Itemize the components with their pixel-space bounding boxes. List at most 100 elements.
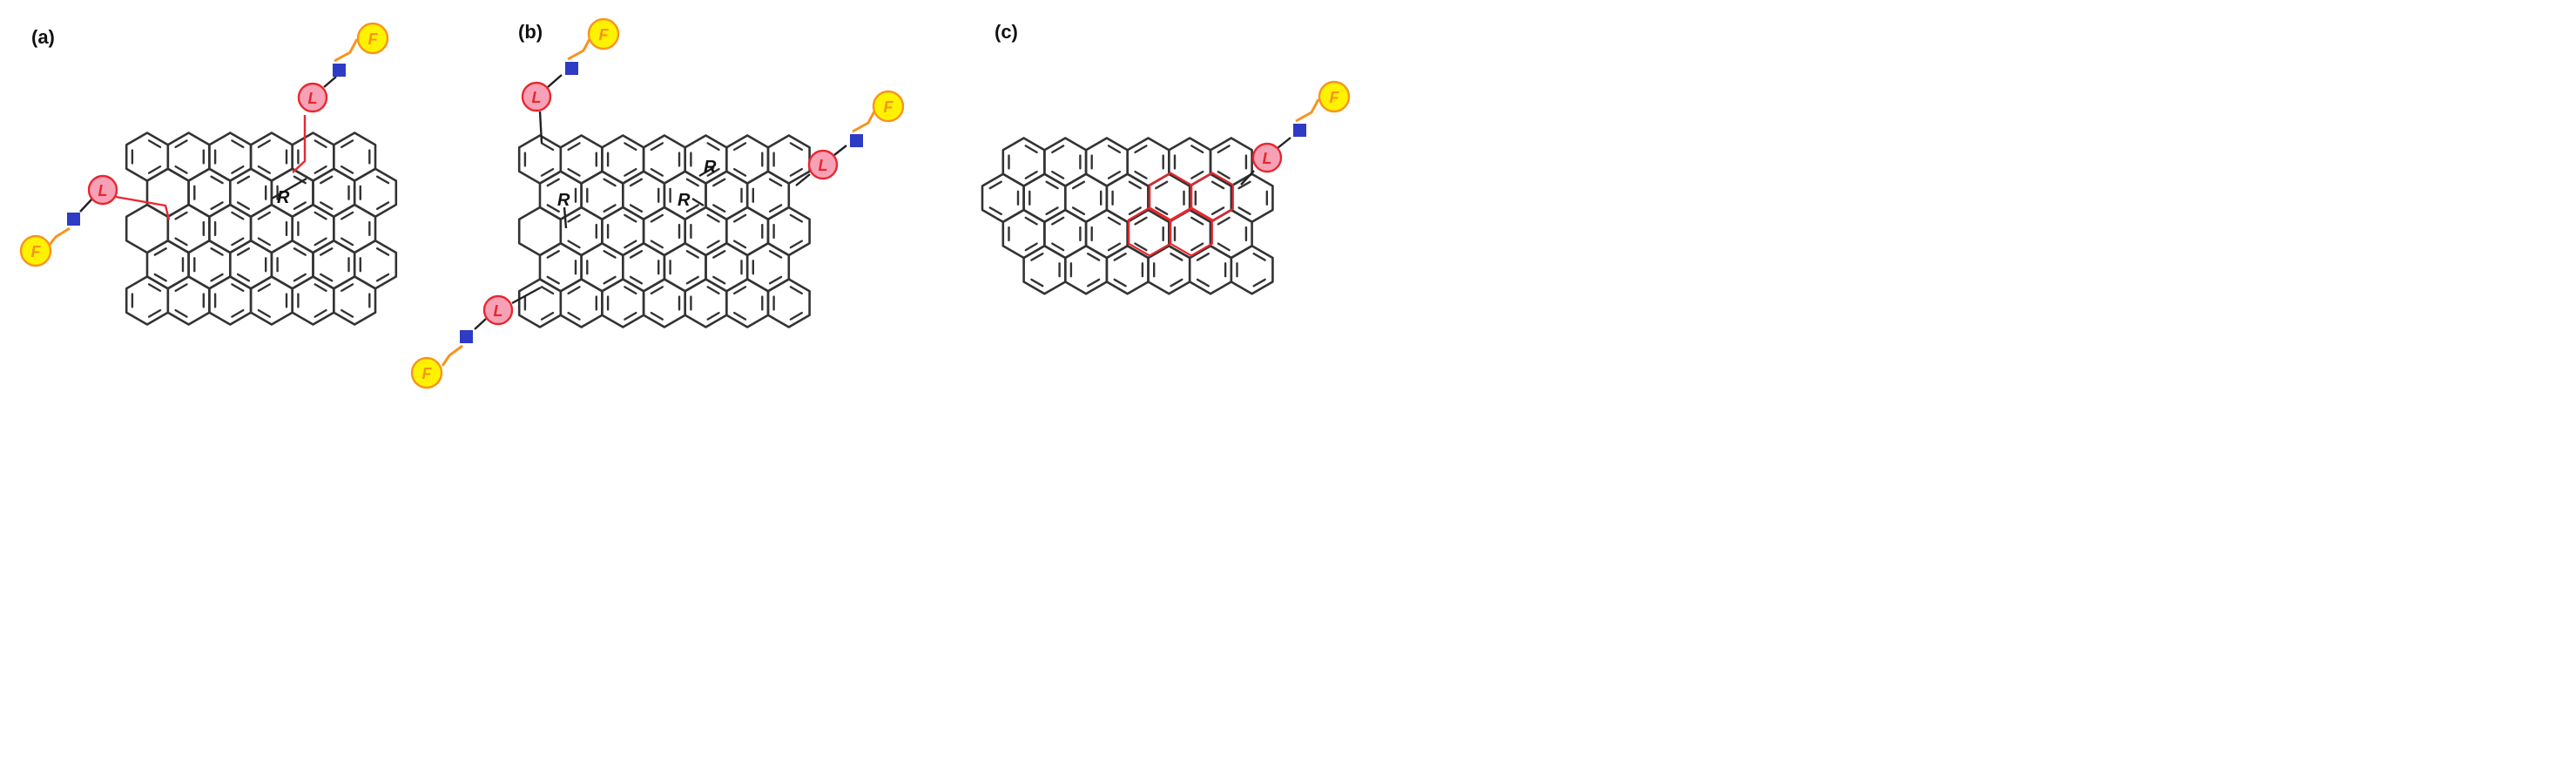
double-bond <box>1217 216 1231 226</box>
fluorophore-letter: F <box>884 98 894 116</box>
double-bond <box>1155 206 1169 216</box>
linker-letter: L <box>98 182 108 199</box>
double-bond <box>257 165 271 174</box>
linker-bond-line <box>323 76 337 88</box>
double-bond <box>375 273 390 282</box>
spacer-bracket <box>334 38 359 63</box>
fluorophore-badge <box>1318 80 1351 113</box>
r-bond-line <box>563 206 568 229</box>
double-bond <box>147 283 162 293</box>
double-bond <box>314 165 327 174</box>
fluorophore-letter: F <box>422 365 433 382</box>
double-bond <box>768 275 783 285</box>
linker-badge <box>87 174 118 206</box>
double-bond <box>341 165 354 174</box>
linker-letter: L <box>494 302 503 320</box>
red-tether-line <box>292 115 307 173</box>
panel-c-conjugate: L F <box>1240 80 1351 186</box>
double-bond <box>733 167 747 177</box>
panel-c-label: (c) <box>995 21 1018 43</box>
double-bond <box>685 250 699 259</box>
spacer-square <box>460 330 473 343</box>
linker-letter: L <box>1263 150 1272 167</box>
spacer-bracket <box>441 344 463 367</box>
spacer-square <box>333 64 346 77</box>
double-bond <box>567 142 581 152</box>
linker-badge <box>807 149 839 180</box>
double-bond <box>1252 253 1266 261</box>
double-bond <box>1045 180 1059 190</box>
fluorophore-badge <box>356 22 389 55</box>
double-bond <box>1113 278 1127 287</box>
double-bond <box>236 175 251 185</box>
double-bond <box>789 142 803 152</box>
r-bond-line <box>271 177 307 200</box>
double-bond <box>257 237 271 247</box>
linker-badge <box>521 81 552 112</box>
spacer-square <box>565 62 578 75</box>
double-bond <box>1030 278 1044 287</box>
double-bond <box>1210 206 1225 216</box>
double-bond <box>546 204 560 213</box>
double-bond <box>624 240 637 249</box>
double-bond <box>624 213 637 223</box>
double-bond <box>706 167 720 177</box>
double-bond <box>650 286 664 295</box>
substituent-r-label: R <box>557 191 570 210</box>
edge-bond-line <box>1240 170 1255 186</box>
double-bond <box>540 286 555 295</box>
double-bond <box>1210 180 1225 190</box>
double-bond <box>789 213 803 223</box>
double-bond <box>1134 170 1148 179</box>
double-bond <box>257 211 271 220</box>
double-bond <box>231 283 245 293</box>
double-bond <box>1134 242 1148 252</box>
double-bond <box>293 247 307 256</box>
fluorophore-badge <box>410 356 443 389</box>
spacer-square <box>1293 124 1306 137</box>
linker-badge <box>1251 142 1283 173</box>
double-bond <box>341 308 354 318</box>
edge-bond-line <box>538 111 543 144</box>
double-bond <box>1024 170 1038 179</box>
double-bond <box>1217 145 1231 154</box>
double-bond <box>733 240 747 249</box>
double-bond <box>546 178 560 187</box>
double-bond <box>603 178 617 187</box>
double-bond <box>540 142 555 152</box>
double-bond <box>624 167 637 177</box>
fluorophore-letter: F <box>1330 89 1340 106</box>
double-bond <box>153 247 167 256</box>
double-bond <box>257 283 271 293</box>
double-bond <box>341 237 354 247</box>
double-bond <box>174 139 188 149</box>
double-bond <box>789 311 803 321</box>
double-bond <box>257 308 271 318</box>
double-bond <box>1071 180 1086 190</box>
r-bond-line <box>691 197 705 207</box>
double-bond <box>293 175 307 185</box>
double-bond <box>1196 253 1210 261</box>
double-bond <box>1045 206 1059 216</box>
double-bond <box>629 178 644 187</box>
double-bond <box>1024 242 1038 252</box>
fluorophore-letter: F <box>599 26 610 44</box>
panel-a-top-conjugate: L F R <box>271 22 389 207</box>
double-bond <box>733 213 747 223</box>
double-bond <box>153 273 167 282</box>
double-bond <box>293 201 307 211</box>
double-bond <box>341 211 354 220</box>
double-bond <box>712 250 726 259</box>
graphene-lattice-a <box>125 132 398 326</box>
double-bond <box>320 201 334 211</box>
double-bond <box>733 142 747 152</box>
linker-bond-line <box>833 145 847 156</box>
double-bond <box>567 240 581 249</box>
double-bond <box>174 211 188 220</box>
double-bond <box>624 142 637 152</box>
substituent-r-label: R <box>704 158 717 177</box>
double-bond <box>567 286 581 295</box>
double-bond <box>375 247 390 256</box>
double-bond <box>341 139 354 149</box>
double-bond <box>1134 216 1148 226</box>
